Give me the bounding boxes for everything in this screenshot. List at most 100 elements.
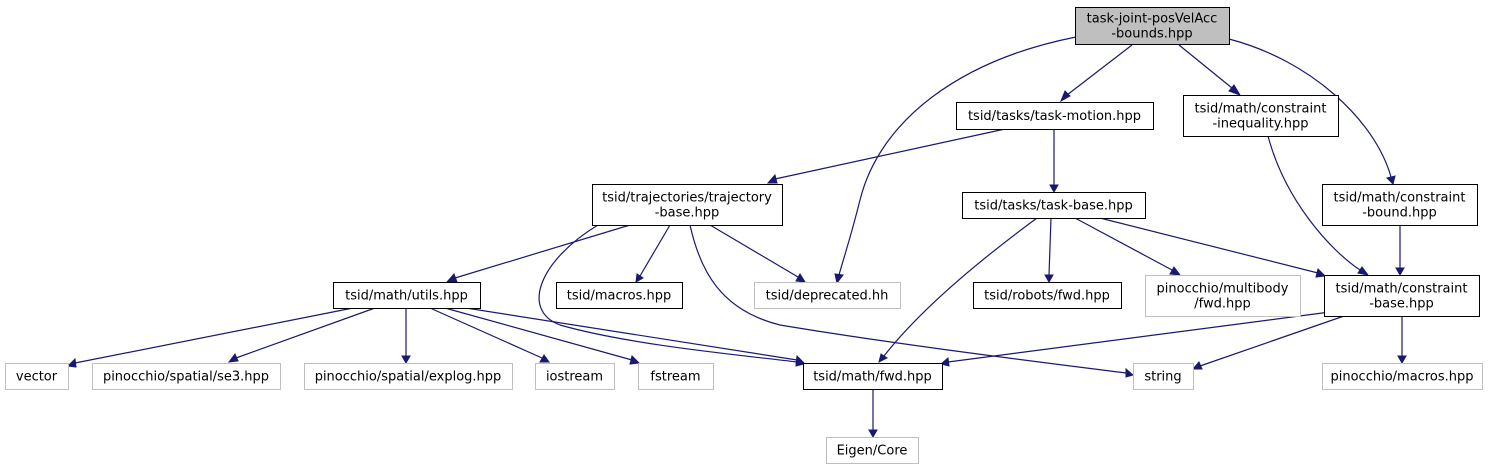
- nodes-layer: task-joint-posVelAcc-bounds.hpp tsid/task…: [5, 7, 1483, 464]
- edge-task_base-to-robots_fwd: [1044, 217, 1054, 284]
- edge-line: [774, 128, 1006, 180]
- edge-arrowhead: [766, 173, 778, 184]
- edge-traj_base-to-math_utils: [445, 224, 631, 283]
- edge-math_fwd-to-eigen_core: [868, 389, 878, 439]
- node-math-fwd[interactable]: tsid/math/fwd.hpp: [803, 363, 943, 390]
- edge-arrowhead: [795, 354, 806, 365]
- edge-arrowhead: [1397, 355, 1407, 365]
- node-root[interactable]: task-joint-posVelAcc-bounds.hpp: [1075, 7, 1230, 45]
- edge-line: [883, 217, 1038, 357]
- edge-arrowhead: [635, 273, 644, 283]
- edges-layer: [66, 36, 1407, 439]
- node-box: [1145, 275, 1301, 317]
- node-fstream: fstream: [638, 363, 714, 390]
- node-pin-multibody: pinocchio/multibody/fwd.hpp: [1145, 275, 1301, 317]
- node-iostream: iostream: [535, 363, 615, 390]
- node-constraint-base[interactable]: tsid/math/constraint-base.hpp: [1324, 275, 1480, 317]
- node-macros[interactable]: tsid/macros.hpp: [556, 282, 683, 309]
- node-robots-fwd[interactable]: tsid/robots/fwd.hpp: [973, 282, 1122, 309]
- edge-line: [465, 307, 798, 361]
- edge-constraint_base-to-string: [1191, 315, 1345, 370]
- node-label: tsid/deprecated.hh: [766, 289, 889, 304]
- node-math-utils[interactable]: tsid/math/utils.hpp: [333, 282, 481, 309]
- edge-root-to-deprecated: [834, 36, 1077, 285]
- node-box: [1075, 7, 1230, 45]
- edge-line: [838, 36, 1077, 276]
- edge-line: [1267, 135, 1361, 271]
- edge-arrowhead: [1044, 274, 1054, 284]
- edge-root-to-task_motion: [1060, 44, 1133, 103]
- edge-constraint_bound-to-constraint_base: [1395, 225, 1405, 277]
- node-constraint-ineq[interactable]: tsid/math/constraint-inequality.hpp: [1183, 95, 1339, 137]
- edge-root-to-constraint_ineq: [1178, 44, 1242, 96]
- node-box: [1322, 363, 1483, 390]
- node-pin-se3: pinocchio/spatial/se3.hpp: [92, 363, 281, 390]
- node-label: tsid/math/fwd.hpp: [813, 370, 932, 385]
- edge-line: [429, 307, 543, 359]
- edge-math_utils-to-math_fwd: [465, 307, 806, 365]
- edge-line: [454, 224, 631, 279]
- node-label: Eigen/Core: [837, 444, 908, 459]
- node-label: pinocchio/multibody: [1157, 282, 1289, 297]
- edge-arrowhead: [1169, 266, 1182, 276]
- node-box: [754, 282, 901, 309]
- edge-arrowhead: [66, 357, 77, 368]
- node-traj-base[interactable]: tsid/trajectories/trajectory-base.hpp: [592, 184, 783, 226]
- edge-task_motion-to-traj_base: [766, 128, 1006, 184]
- edge-line: [1199, 315, 1345, 367]
- edge-task_base-to-constraint_base: [1099, 217, 1327, 278]
- node-box: [5, 363, 69, 390]
- node-label: tsid/math/utils.hpp: [345, 289, 468, 304]
- node-label: pinocchio/spatial/se3.hpp: [103, 370, 269, 385]
- node-box: [1324, 275, 1480, 317]
- node-box: [333, 282, 481, 309]
- node-label: /fwd.hpp: [1194, 297, 1251, 312]
- edge-line: [1074, 217, 1173, 271]
- node-eigen-core: Eigen/Core: [826, 437, 919, 464]
- edge-math_utils-to-iostream: [429, 307, 550, 363]
- edge-task_base-to-math_fwd: [878, 217, 1038, 363]
- edge-traj_base-to-deprecated: [709, 224, 806, 283]
- edge-arrowhead: [1191, 361, 1203, 370]
- edge-math_utils-to-vector: [66, 307, 354, 368]
- node-label: -inequality.hpp: [1212, 117, 1308, 132]
- node-label: -bound.hpp: [1362, 206, 1437, 221]
- edge-math_utils-to-pin_explog: [401, 308, 411, 365]
- node-label: tsid/tasks/task-motion.hpp: [968, 109, 1141, 124]
- edge-arrowhead: [445, 273, 458, 283]
- edge-line: [689, 224, 1127, 374]
- edge-arrowhead: [868, 429, 878, 439]
- node-task-base[interactable]: tsid/tasks/task-base.hpp: [962, 192, 1146, 219]
- node-constraint-bound[interactable]: tsid/math/constraint-bound.hpp: [1322, 184, 1478, 226]
- node-box: [535, 363, 615, 390]
- node-label: fstream: [650, 370, 700, 385]
- node-box: [592, 184, 783, 226]
- node-task-motion[interactable]: tsid/tasks/task-motion.hpp: [956, 102, 1154, 130]
- node-box: [1183, 95, 1339, 137]
- edge-arrowhead: [1228, 84, 1242, 96]
- node-box: [92, 363, 281, 390]
- node-label: task-joint-posVelAcc: [1087, 12, 1218, 27]
- edge-arrowhead: [227, 353, 239, 363]
- edge-task_base-to-pin_multibody: [1074, 217, 1182, 276]
- edge-line: [235, 307, 376, 359]
- edge-task_motion-to-task_base: [1049, 129, 1059, 194]
- node-box: [803, 363, 943, 390]
- edge-line: [1048, 217, 1052, 276]
- node-label: pinocchio/spatial/explog.hpp: [315, 370, 502, 385]
- edge-line: [444, 307, 633, 361]
- edge-arrowhead: [1395, 267, 1405, 277]
- node-label: tsid/math/constraint: [1336, 282, 1468, 297]
- edge-arrowhead: [834, 273, 844, 285]
- node-label: vector: [16, 370, 58, 385]
- edge-math_utils-to-pin_se3: [227, 307, 376, 363]
- node-box: [638, 363, 714, 390]
- node-label: tsid/tasks/task-base.hpp: [974, 199, 1133, 214]
- node-pin-explog: pinocchio/spatial/explog.hpp: [304, 363, 513, 390]
- edge-line: [639, 224, 671, 277]
- edge-traj_base-to-macros: [635, 224, 671, 283]
- node-box: [962, 192, 1146, 219]
- node-label: iostream: [546, 370, 603, 385]
- edge-arrowhead: [1060, 90, 1071, 103]
- node-deprecated: tsid/deprecated.hh: [754, 282, 901, 309]
